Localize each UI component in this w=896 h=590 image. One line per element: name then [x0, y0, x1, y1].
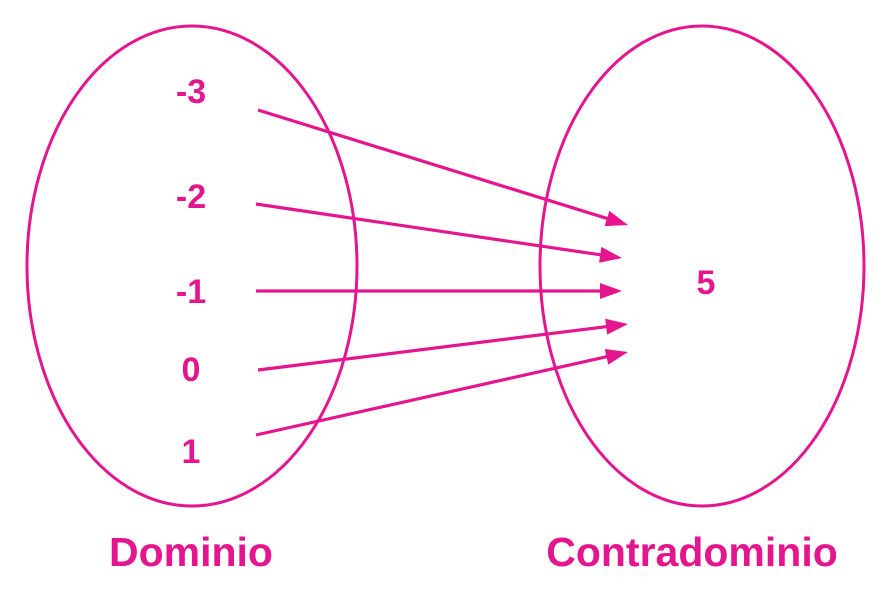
domain-values: -3 -2 -1 0 1 [176, 73, 206, 471]
codomain-label: Contradominio [546, 529, 838, 575]
mapping-arrow-head [600, 283, 622, 299]
domain-value: 0 [182, 351, 201, 389]
mapping-arrow-head [604, 348, 628, 365]
mapping-arrow-line [255, 354, 609, 437]
domain-value: -2 [176, 178, 206, 216]
mapping-arrow-line [255, 202, 603, 257]
domain-oval [25, 24, 359, 508]
domain-value: 1 [182, 433, 201, 471]
mapping-arrow-head [605, 318, 628, 335]
domain-value: -3 [176, 73, 206, 111]
mapping-arrow-line [257, 324, 609, 372]
domain-value: -1 [176, 273, 206, 311]
mapping-arrow-head [604, 210, 628, 227]
mapping-arrows [255, 108, 628, 437]
mapping-arrow-head [599, 246, 622, 263]
codomain-oval [538, 24, 866, 508]
mapping-arrow-line [257, 108, 610, 221]
domain-label: Dominio [109, 529, 273, 575]
codomain-value: 5 [697, 264, 716, 302]
